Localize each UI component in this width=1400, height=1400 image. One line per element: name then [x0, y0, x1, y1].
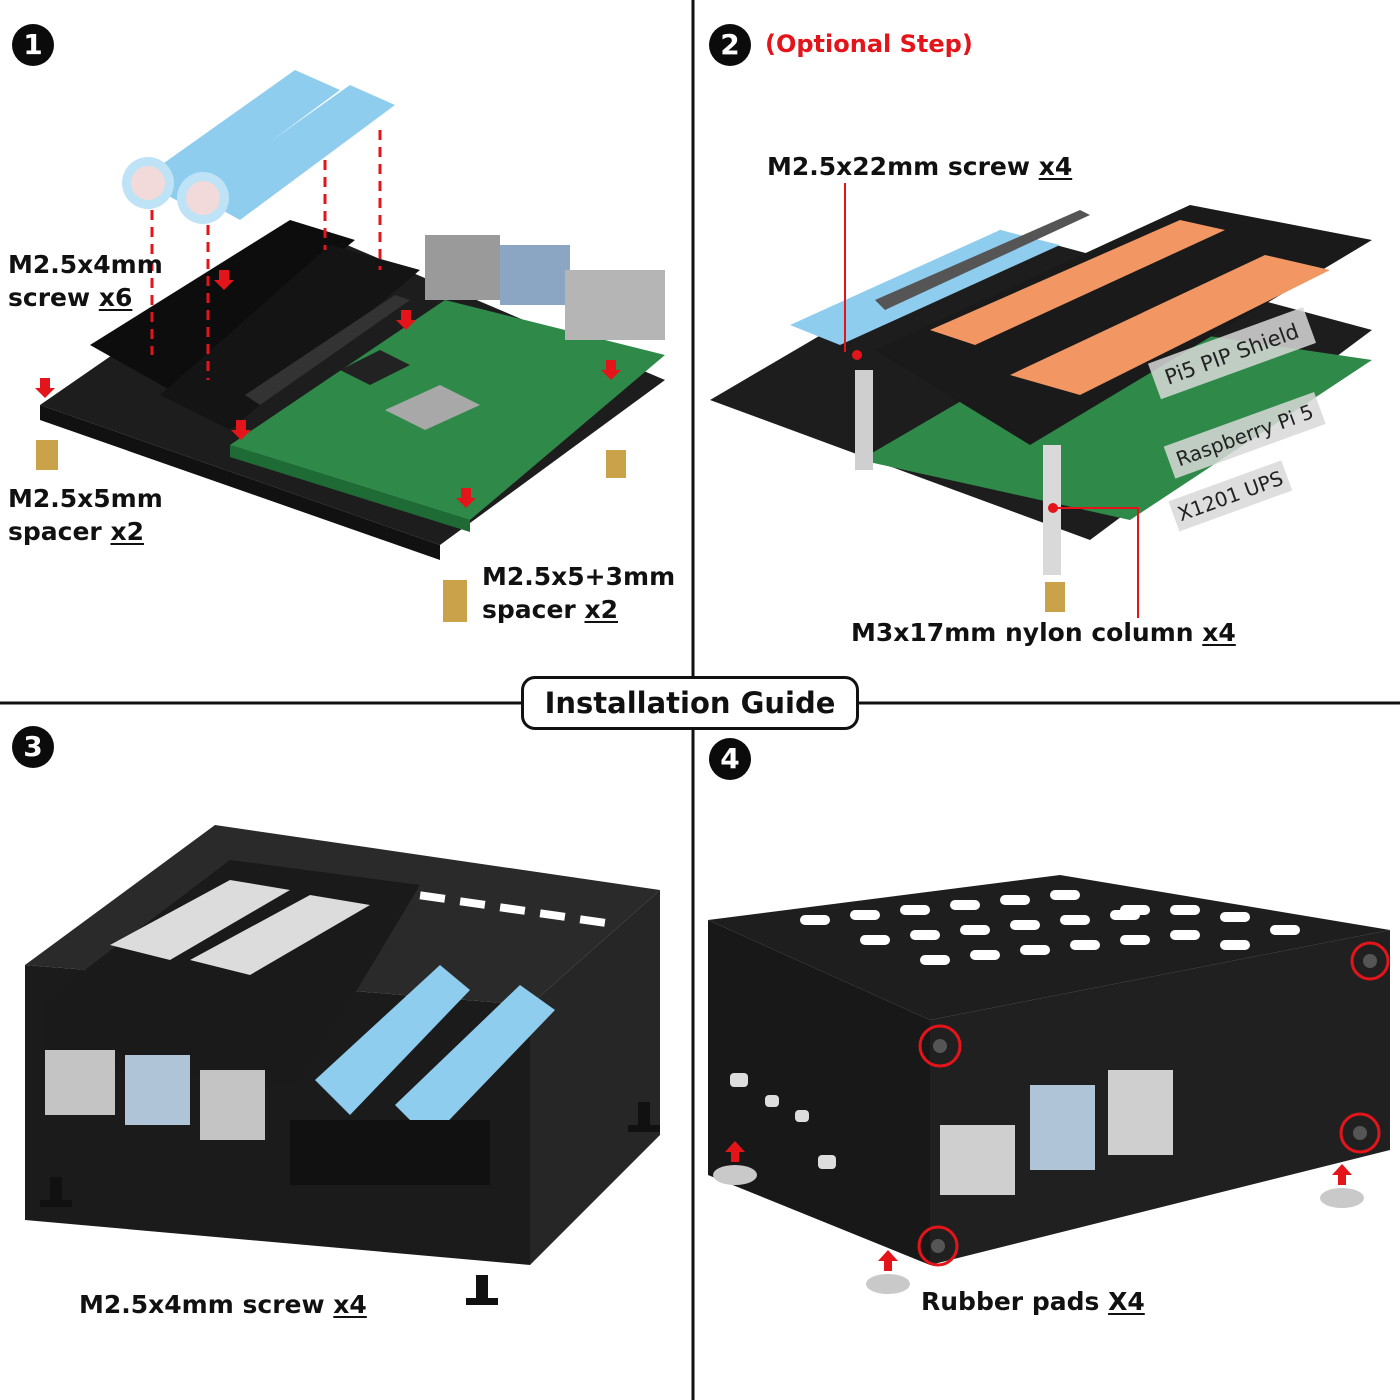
soc-chip [385, 385, 480, 430]
usb-port-3b [200, 1070, 265, 1140]
step3-screw-label: M2.5x4mm screw x4 [79, 1290, 367, 1319]
top-vents [800, 890, 1300, 965]
ethernet-port-3 [45, 1050, 115, 1115]
red-arrows [35, 270, 621, 508]
ssd-3b [190, 895, 370, 975]
side-ports [730, 1073, 836, 1169]
ssd-3a [110, 880, 290, 960]
brass-standoff-icon [1045, 582, 1065, 612]
usb-port-2 [500, 245, 570, 305]
screw-icon [40, 1102, 660, 1305]
case-side-wall [530, 890, 660, 1265]
usb-port-1 [425, 235, 500, 300]
step3-illustration [25, 825, 660, 1305]
battery-left [122, 70, 340, 209]
battery-holder-3 [290, 1120, 490, 1185]
step1-long-spacer-qty: x2 [584, 595, 618, 624]
circled-screw-icon [917, 941, 1390, 1267]
ups-board-edge [40, 405, 440, 560]
battery-3b [395, 985, 555, 1140]
step4-illustration [708, 875, 1390, 1294]
usb-port-4a [1030, 1085, 1095, 1170]
ethernet-port [565, 270, 665, 340]
ssd-label-1 [930, 220, 1225, 345]
case-left-side [708, 920, 930, 1265]
installation-guide-title: Installation Guide [521, 676, 859, 730]
ssd-label-2 [1010, 255, 1330, 395]
battery-holder-left [90, 220, 355, 390]
nylon-column-1 [855, 370, 873, 470]
battery-holder-right [160, 245, 420, 430]
step-3-number: 3 [12, 726, 54, 768]
step2-screw-qty: x4 [1038, 152, 1073, 181]
step2-illustration: Pi5 PIP Shield Raspberry Pi 5 X1201 UPS [710, 183, 1372, 618]
step2-screw-label: M2.5x22mm screw x4 [767, 152, 1073, 181]
raspberry-pi-edge [230, 445, 470, 532]
step4-rubber-pads-qty: X4 [1108, 1287, 1145, 1316]
step2-column-qty: x4 [1202, 618, 1236, 647]
ethernet-port-4 [940, 1125, 1015, 1195]
step-2-number: 2 [709, 24, 751, 66]
step1-spacer-label: M2.5x5mm spacer x2 [8, 484, 163, 546]
brass-spacer-icon [36, 440, 626, 622]
column-pointer-line [1053, 507, 1139, 618]
usb-port-3a [125, 1055, 190, 1125]
ram-chip [340, 350, 410, 385]
battery-3a [315, 965, 470, 1115]
usb-port-4b [1108, 1070, 1173, 1155]
step1-spacer-qty: x2 [110, 517, 144, 546]
battery-right [177, 85, 395, 224]
step2-column-label: M3x17mm nylon column x4 [851, 618, 1236, 647]
gpio-header [245, 295, 410, 405]
gpio-header-2 [875, 210, 1090, 310]
vent-slots [419, 891, 606, 927]
raspberry-pi-board-2 [860, 320, 1372, 520]
step1-long-spacer-label: M2.5x5+3mm spacer x2 [482, 562, 676, 624]
step-1-number: 1 [12, 24, 54, 66]
step-4-number: 4 [709, 738, 751, 780]
step1-illustration [35, 70, 665, 622]
step1-screw-label: M2.5x4mm screw x6 [8, 250, 163, 312]
step4-rubber-pads-label: Rubber pads X4 [921, 1287, 1145, 1316]
step3-screw-qty: x4 [333, 1290, 367, 1319]
rubber-pad-icon [713, 1141, 1364, 1294]
optional-step-note: (Optional Step) [765, 30, 973, 58]
step1-screw-qty: x6 [98, 283, 133, 312]
